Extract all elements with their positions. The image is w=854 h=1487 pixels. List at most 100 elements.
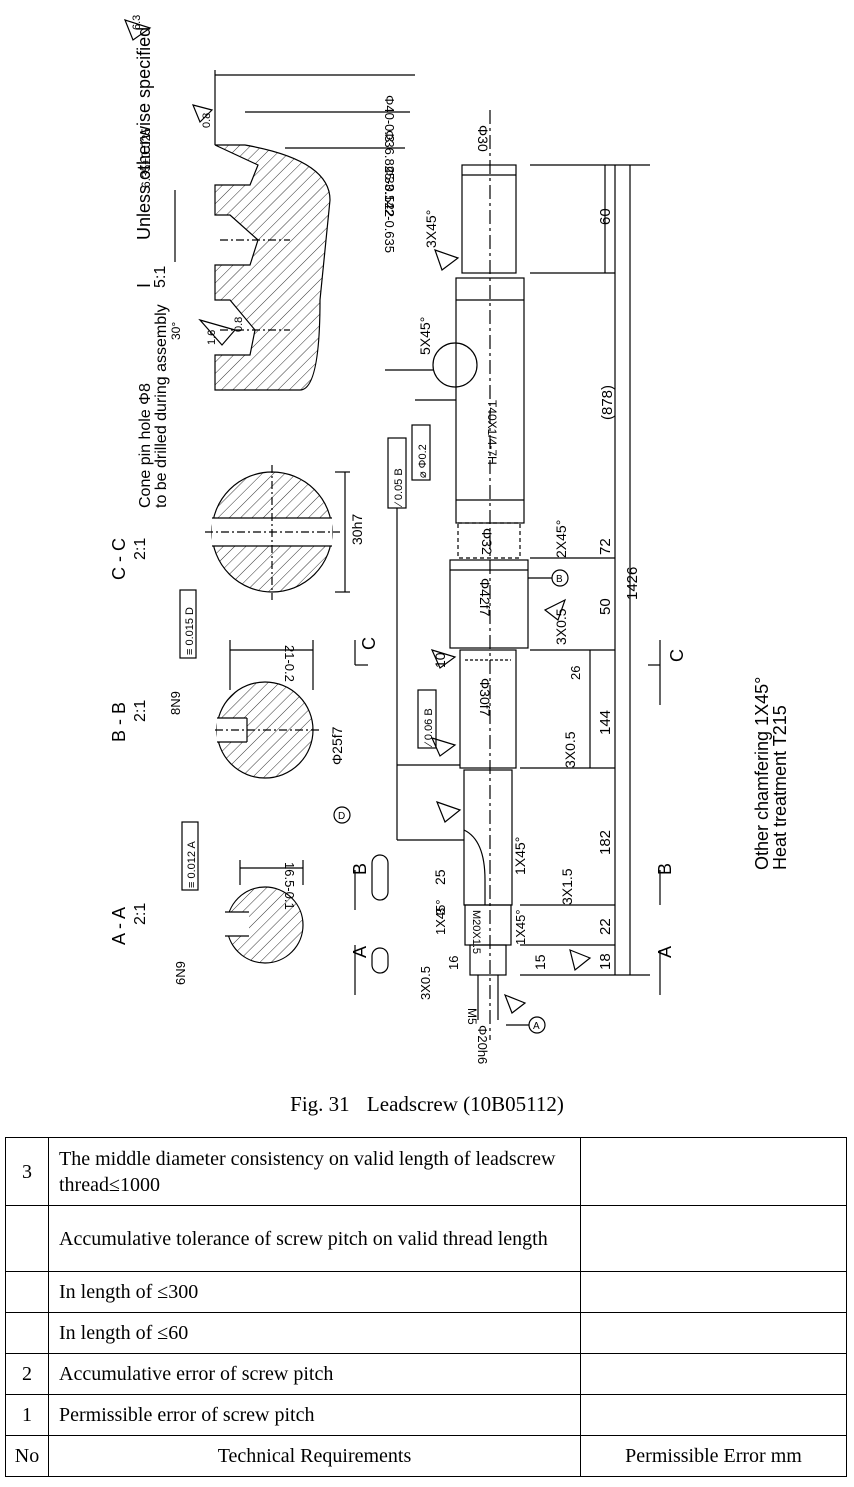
svg-text:C: C [667,649,687,662]
svg-text:Φ32: Φ32 [479,528,495,555]
svg-text:I: I [134,283,154,288]
svg-text:50: 50 [597,598,614,615]
svg-text:≡ 0.015 D: ≡ 0.015 D [184,607,196,655]
svg-text:30h7: 30h7 [349,514,365,545]
row-error [580,1137,847,1206]
svg-text:5X45°: 5X45° [417,317,433,355]
svg-text:15: 15 [532,954,548,970]
svg-text:0.8: 0.8 [233,317,245,332]
svg-text:21-0.2: 21-0.2 [282,645,297,682]
svg-text:10: 10 [432,652,448,668]
row-no [5,1205,49,1272]
svg-text:to be drilled during assembly: to be drilled during assembly [153,304,170,508]
svg-text:2:1: 2:1 [132,538,149,560]
svg-text:3X45°: 3X45° [423,210,439,248]
row-error [580,1353,847,1395]
svg-text:Heat treatment T215: Heat treatment T215 [770,705,790,870]
row-no [5,1271,49,1313]
header-requirements: Technical Requirements [48,1435,581,1477]
technical-requirements-table: 3 The middle diameter consistency on val… [5,1137,847,1477]
leadscrew-drawing: Φ40-0.3 Φ36.825-0.522 Φ33.142-0.635 6.35… [109,15,790,1065]
row-requirement: In length of ≤60 [48,1312,581,1354]
svg-text:B: B [556,574,563,585]
row-requirement: Accumulative tolerance of screw pitch on… [48,1205,581,1272]
svg-text:0.8: 0.8 [201,113,213,128]
svg-text:1426: 1426 [624,567,641,600]
svg-text:16: 16 [446,956,461,970]
svg-text:⌀ Φ0.2: ⌀ Φ0.2 [417,444,429,478]
svg-text:Φ30: Φ30 [475,125,491,152]
row-requirement: Accumulative error of screw pitch [48,1353,581,1395]
svg-text:A: A [533,1021,540,1032]
svg-text:26: 26 [568,666,583,680]
svg-text:22: 22 [597,918,614,935]
svg-text:144: 144 [597,710,614,735]
svg-text:60: 60 [597,208,614,225]
unless-note: Unless otherwise specified [134,27,154,240]
svg-text:16.5-0.1: 16.5-0.1 [282,862,297,910]
svg-text:M20X1.5: M20X1.5 [470,910,482,954]
svg-text:3X0.5: 3X0.5 [418,966,433,1000]
svg-text:3X0.5: 3X0.5 [553,608,569,645]
svg-text:C: C [359,637,379,650]
svg-text:≡ 0.012 A: ≡ 0.012 A [186,841,198,888]
row-error [580,1205,847,1272]
svg-text:18: 18 [597,953,614,970]
svg-text:A - A: A - A [109,907,129,945]
svg-text:B: B [655,863,675,875]
svg-text:A: A [655,946,675,958]
svg-text:2X45°: 2X45° [553,520,569,558]
svg-text:182: 182 [597,830,614,855]
svg-text:3X1.5: 3X1.5 [559,868,575,905]
table-row: 3 The middle diameter consistency on val… [5,1137,847,1206]
section-BB: 21-0.2 Φ25f7 B - B 2:1 8N9 ≡ 0.015 D D [109,589,351,824]
row-error [580,1312,847,1354]
figure-title: Leadscrew (10B05112) [366,1092,564,1116]
row-no: 2 [5,1353,49,1395]
svg-text:1X45°: 1X45° [433,899,448,935]
svg-text:Φ36.825-0.522: Φ36.825-0.522 [382,130,397,217]
svg-text:D: D [338,811,345,822]
svg-text:Φ25f7: Φ25f7 [329,726,345,765]
table-row: 2 Accumulative error of screw pitch [5,1353,847,1395]
svg-text:B: B [350,863,370,875]
row-requirement: Permissible error of screw pitch [48,1394,581,1436]
table-row: 1 Permissible error of screw pitch [5,1394,847,1436]
table-row: In length of ≤60 [5,1312,847,1354]
svg-text:Φ40-0.3: Φ40-0.3 [382,95,397,142]
row-no: 1 [5,1394,49,1436]
row-no: 3 [5,1137,49,1206]
row-no [5,1312,49,1354]
svg-text:3X0.5: 3X0.5 [562,731,578,768]
table-row: Accumulative tolerance of screw pitch on… [5,1205,847,1272]
svg-text:M5: M5 [465,1008,479,1025]
section-I-thread-detail: Φ40-0.3 Φ36.825-0.522 Φ33.142-0.635 6.35… [134,70,415,391]
table-header-row: No Technical Requirements Permissible Er… [5,1435,847,1477]
svg-text:Φ20h6: Φ20h6 [475,1025,490,1064]
svg-text:6.35±0.025: 6.35±0.025 [139,128,153,188]
svg-text:1X45°: 1X45° [512,837,528,875]
svg-text:8N9: 8N9 [168,691,183,715]
svg-text:Cone pin hole Φ8: Cone pin hole Φ8 [137,383,154,508]
svg-text:∕ 0.05 B: ∕ 0.05 B [393,468,405,508]
svg-text:Φ33.142-0.635: Φ33.142-0.635 [382,166,397,253]
svg-text:Other chamfering 1X45°: Other chamfering 1X45° [752,677,772,870]
svg-text:1X45°: 1X45° [513,909,528,945]
figure-caption: Fig. 31 Leadscrew (10B05112) [0,1092,854,1117]
header-no: No [5,1435,49,1477]
svg-text:T40X1/4-7H: T40X1/4-7H [485,400,499,465]
svg-text:1.6: 1.6 [206,330,218,345]
row-requirement: The middle diameter consistency on valid… [48,1137,581,1206]
section-CC: 30h7 C - C 2:1 [109,465,365,600]
row-error [580,1394,847,1436]
svg-text:2:1: 2:1 [132,700,149,722]
svg-text:C - C: C - C [109,538,129,580]
svg-text:3: 3 [433,908,448,915]
svg-text:Φ30f7: Φ30f7 [477,678,493,717]
svg-text:B - B: B - B [109,702,129,742]
svg-text:72: 72 [597,538,614,555]
svg-text:25: 25 [432,869,448,885]
svg-text:6N9: 6N9 [173,961,188,985]
leadscrew-main-view: Φ30 Φ32 Φ42f7 Φ30f7 Φ20h6 M5 T40X1/4-7H … [350,110,687,1064]
row-requirement: In length of ≤300 [48,1271,581,1313]
